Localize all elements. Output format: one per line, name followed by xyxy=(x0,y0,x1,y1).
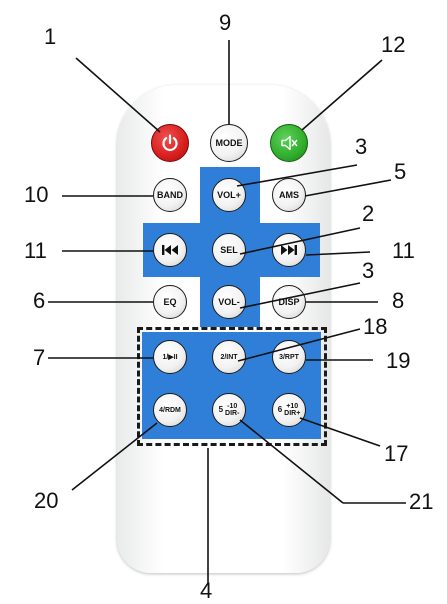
callout-12: 12 xyxy=(381,34,405,56)
callout-20: 20 xyxy=(34,490,58,512)
callout-3-vol-down: 3 xyxy=(362,260,374,282)
callout-21: 21 xyxy=(409,491,433,513)
callout-8: 8 xyxy=(392,290,404,312)
callout-4: 4 xyxy=(200,580,212,602)
callout-11-right: 11 xyxy=(392,240,415,262)
callout-11-left: 11 xyxy=(24,240,47,262)
callout-9: 9 xyxy=(219,12,231,34)
callout-17: 17 xyxy=(384,443,408,465)
callout-1: 1 xyxy=(44,26,56,48)
callout-6: 6 xyxy=(33,290,45,312)
callout-18: 18 xyxy=(363,316,387,338)
callout-2: 2 xyxy=(362,203,374,225)
callout-7: 7 xyxy=(33,347,45,369)
callout-3-vol-up: 3 xyxy=(355,136,367,158)
callout-5: 5 xyxy=(394,161,406,183)
callout-10: 10 xyxy=(24,184,48,206)
callout-19: 19 xyxy=(386,350,410,372)
